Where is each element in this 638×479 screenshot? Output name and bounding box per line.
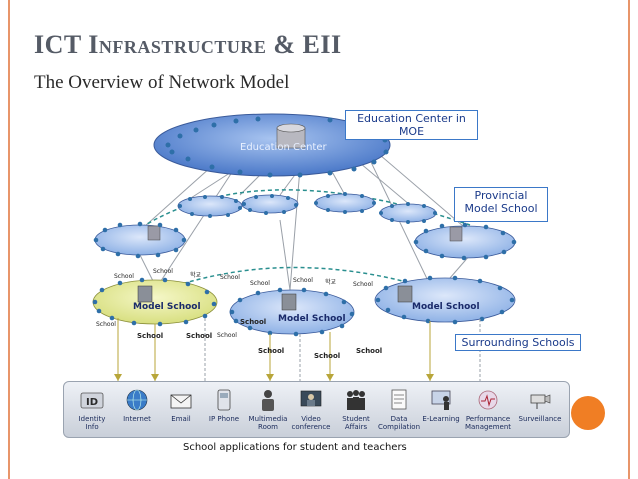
id-card-icon: ID	[80, 392, 104, 409]
app-label: Data Compilation	[377, 415, 421, 431]
applications-bar: ID Identity Info Internet Email IP Phone…	[63, 381, 570, 438]
school-label: School	[250, 280, 270, 287]
model-school-label-center: Model School	[278, 314, 346, 324]
school-label: School	[356, 347, 383, 355]
server-icon	[276, 123, 306, 149]
app-video-conference: Video conference	[289, 386, 333, 431]
aux-label: 학교	[190, 272, 202, 279]
school-label: School	[114, 273, 134, 280]
students-icon	[347, 390, 365, 410]
accent-dot	[571, 396, 605, 430]
model-school-label-left: Model School	[133, 302, 201, 312]
app-label: Student Affairs	[342, 415, 370, 431]
callout-provincial-model-school: Provincial Model School	[454, 187, 548, 222]
left-network	[93, 221, 187, 259]
school-label: School	[153, 268, 173, 275]
data-icon	[391, 389, 407, 410]
school-label: School	[137, 332, 164, 340]
app-ip-phone: IP Phone	[202, 386, 246, 423]
app-label: Multimedia Room	[248, 415, 288, 431]
school-label: School	[186, 332, 213, 340]
model-school-label-right: Model School	[412, 302, 480, 312]
callout-education-center-moe: Education Center in MOE	[345, 110, 478, 140]
phone-icon	[217, 389, 231, 411]
school-label: School	[240, 318, 267, 326]
app-data-compilation: Data Compilation	[377, 386, 421, 431]
drop-lines	[117, 318, 431, 382]
callout-surrounding-schools: Surrounding Schools	[455, 334, 581, 351]
aux-label: 학교	[325, 279, 337, 286]
e-learning-icon	[431, 390, 451, 410]
frame-right-line	[628, 0, 630, 479]
upper-network-3	[314, 192, 376, 214]
app-label: Video conference	[291, 415, 331, 431]
video-conference-icon	[300, 390, 322, 407]
app-label: E-Learning	[422, 415, 460, 423]
app-multimedia-room: Multimedia Room	[246, 386, 290, 431]
drop-line-arrows	[114, 374, 434, 381]
right-network	[413, 222, 517, 261]
school-label: School	[217, 332, 237, 339]
app-label: Email	[171, 415, 191, 423]
model-school-network-center	[229, 287, 355, 337]
school-label: School	[258, 347, 285, 355]
email-icon	[170, 394, 192, 409]
upper-network-2	[241, 194, 299, 215]
surveillance-icon	[530, 394, 551, 409]
school-label: School	[293, 277, 313, 284]
school-label: School	[353, 281, 373, 288]
education-center-label: Education Center	[240, 142, 327, 153]
app-surveillance: Surveillance	[515, 386, 565, 423]
app-email: Email	[159, 386, 203, 423]
upper-network-1	[177, 195, 243, 218]
app-label: Performance Management	[464, 415, 512, 431]
school-label: School	[96, 321, 116, 328]
multimedia-icon	[262, 390, 274, 411]
app-label: IP Phone	[208, 415, 240, 423]
frame-left-line	[8, 0, 10, 479]
svg-text:ID: ID	[86, 397, 98, 408]
app-student-affairs: Student Affairs	[334, 386, 378, 431]
model-school-network-right	[374, 275, 516, 325]
app-identity-info: ID Identity Info	[70, 386, 114, 431]
globe-icon	[126, 389, 148, 411]
school-label: School	[220, 274, 240, 281]
model-school-network-left	[92, 277, 218, 327]
performance-icon	[478, 390, 498, 410]
app-label: Internet	[123, 415, 151, 423]
slide-title: ICT Infrastructure & EII	[34, 30, 342, 59]
app-internet: Internet	[115, 386, 159, 423]
app-performance-management: Performance Management	[462, 386, 514, 431]
upper-network-4	[379, 202, 437, 224]
school-label: School	[314, 352, 341, 360]
app-label: Surveillance	[518, 415, 562, 423]
app-e-learning: E-Learning	[419, 386, 463, 423]
slide-subtitle: The Overview of Network Model	[34, 72, 290, 93]
applications-caption: School applications for student and teac…	[183, 442, 407, 453]
app-label: Identity Info	[78, 415, 106, 431]
